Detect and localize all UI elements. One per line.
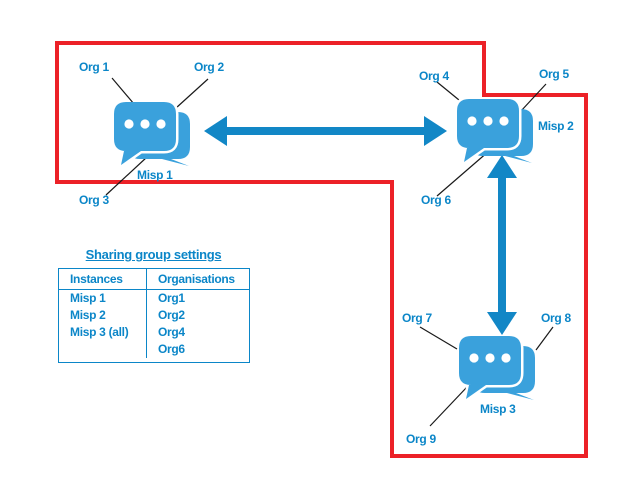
- label-org3: Org 3: [79, 193, 109, 207]
- misp3-node: [456, 333, 535, 405]
- table-cell-organisation: Org4: [146, 324, 249, 341]
- connector-org9-misp3: [429, 386, 468, 427]
- chat-bubbles-icon: [454, 96, 533, 165]
- table-cell-instance: [59, 341, 146, 358]
- connector-org6-misp2: [436, 150, 490, 197]
- label-org5: Org 5: [539, 67, 569, 81]
- table-cell-instance: Misp 2: [70, 308, 106, 322]
- table-cell-organisation: Org2: [146, 307, 249, 324]
- table-cell-organisation: Org1: [146, 290, 249, 307]
- connector-org2-misp1: [175, 78, 209, 109]
- table-cell-instance: Misp 1: [70, 291, 106, 305]
- sharing-group-boundary: [55, 41, 588, 458]
- connector-org5-misp2: [520, 83, 547, 112]
- misp1-node: [111, 99, 190, 171]
- chat-bubbles-icon: [456, 333, 535, 402]
- connector-org1-misp1: [111, 77, 135, 105]
- label-misp2: Misp 2: [538, 119, 574, 133]
- table-header-organisations: Organisations: [146, 269, 249, 290]
- sync-arrow-misp2-misp3: [487, 155, 517, 335]
- table-header-instances: Instances: [59, 269, 146, 290]
- connector-org8-misp3: [535, 326, 554, 351]
- connector-org3-misp1: [105, 156, 148, 196]
- misp2-node: [454, 96, 533, 168]
- table-cell-organisation: Org6: [146, 341, 249, 358]
- label-org4: Org 4: [419, 69, 449, 83]
- sharing-group-settings-table: Instances Organisations Misp 1 Org1 Misp…: [58, 268, 250, 363]
- connector-org4-misp2: [436, 81, 460, 101]
- sync-arrow-misp1-misp2: [204, 116, 447, 146]
- connector-lines: [105, 77, 554, 427]
- label-misp1: Misp 1: [137, 168, 173, 182]
- sharing-group-settings-title: Sharing group settings: [85, 247, 222, 262]
- label-org9: Org 9: [406, 432, 436, 446]
- label-org2: Org 2: [194, 60, 224, 74]
- chat-bubbles-icon: [111, 99, 190, 168]
- label-org1: Org 1: [79, 60, 109, 74]
- label-org7: Org 7: [402, 311, 432, 325]
- label-org8: Org 8: [541, 311, 571, 325]
- label-misp3: Misp 3: [480, 402, 516, 416]
- table-cell-instance: Misp 3 (all): [70, 325, 129, 339]
- connector-org7-misp3: [419, 326, 458, 350]
- label-org6: Org 6: [421, 193, 451, 207]
